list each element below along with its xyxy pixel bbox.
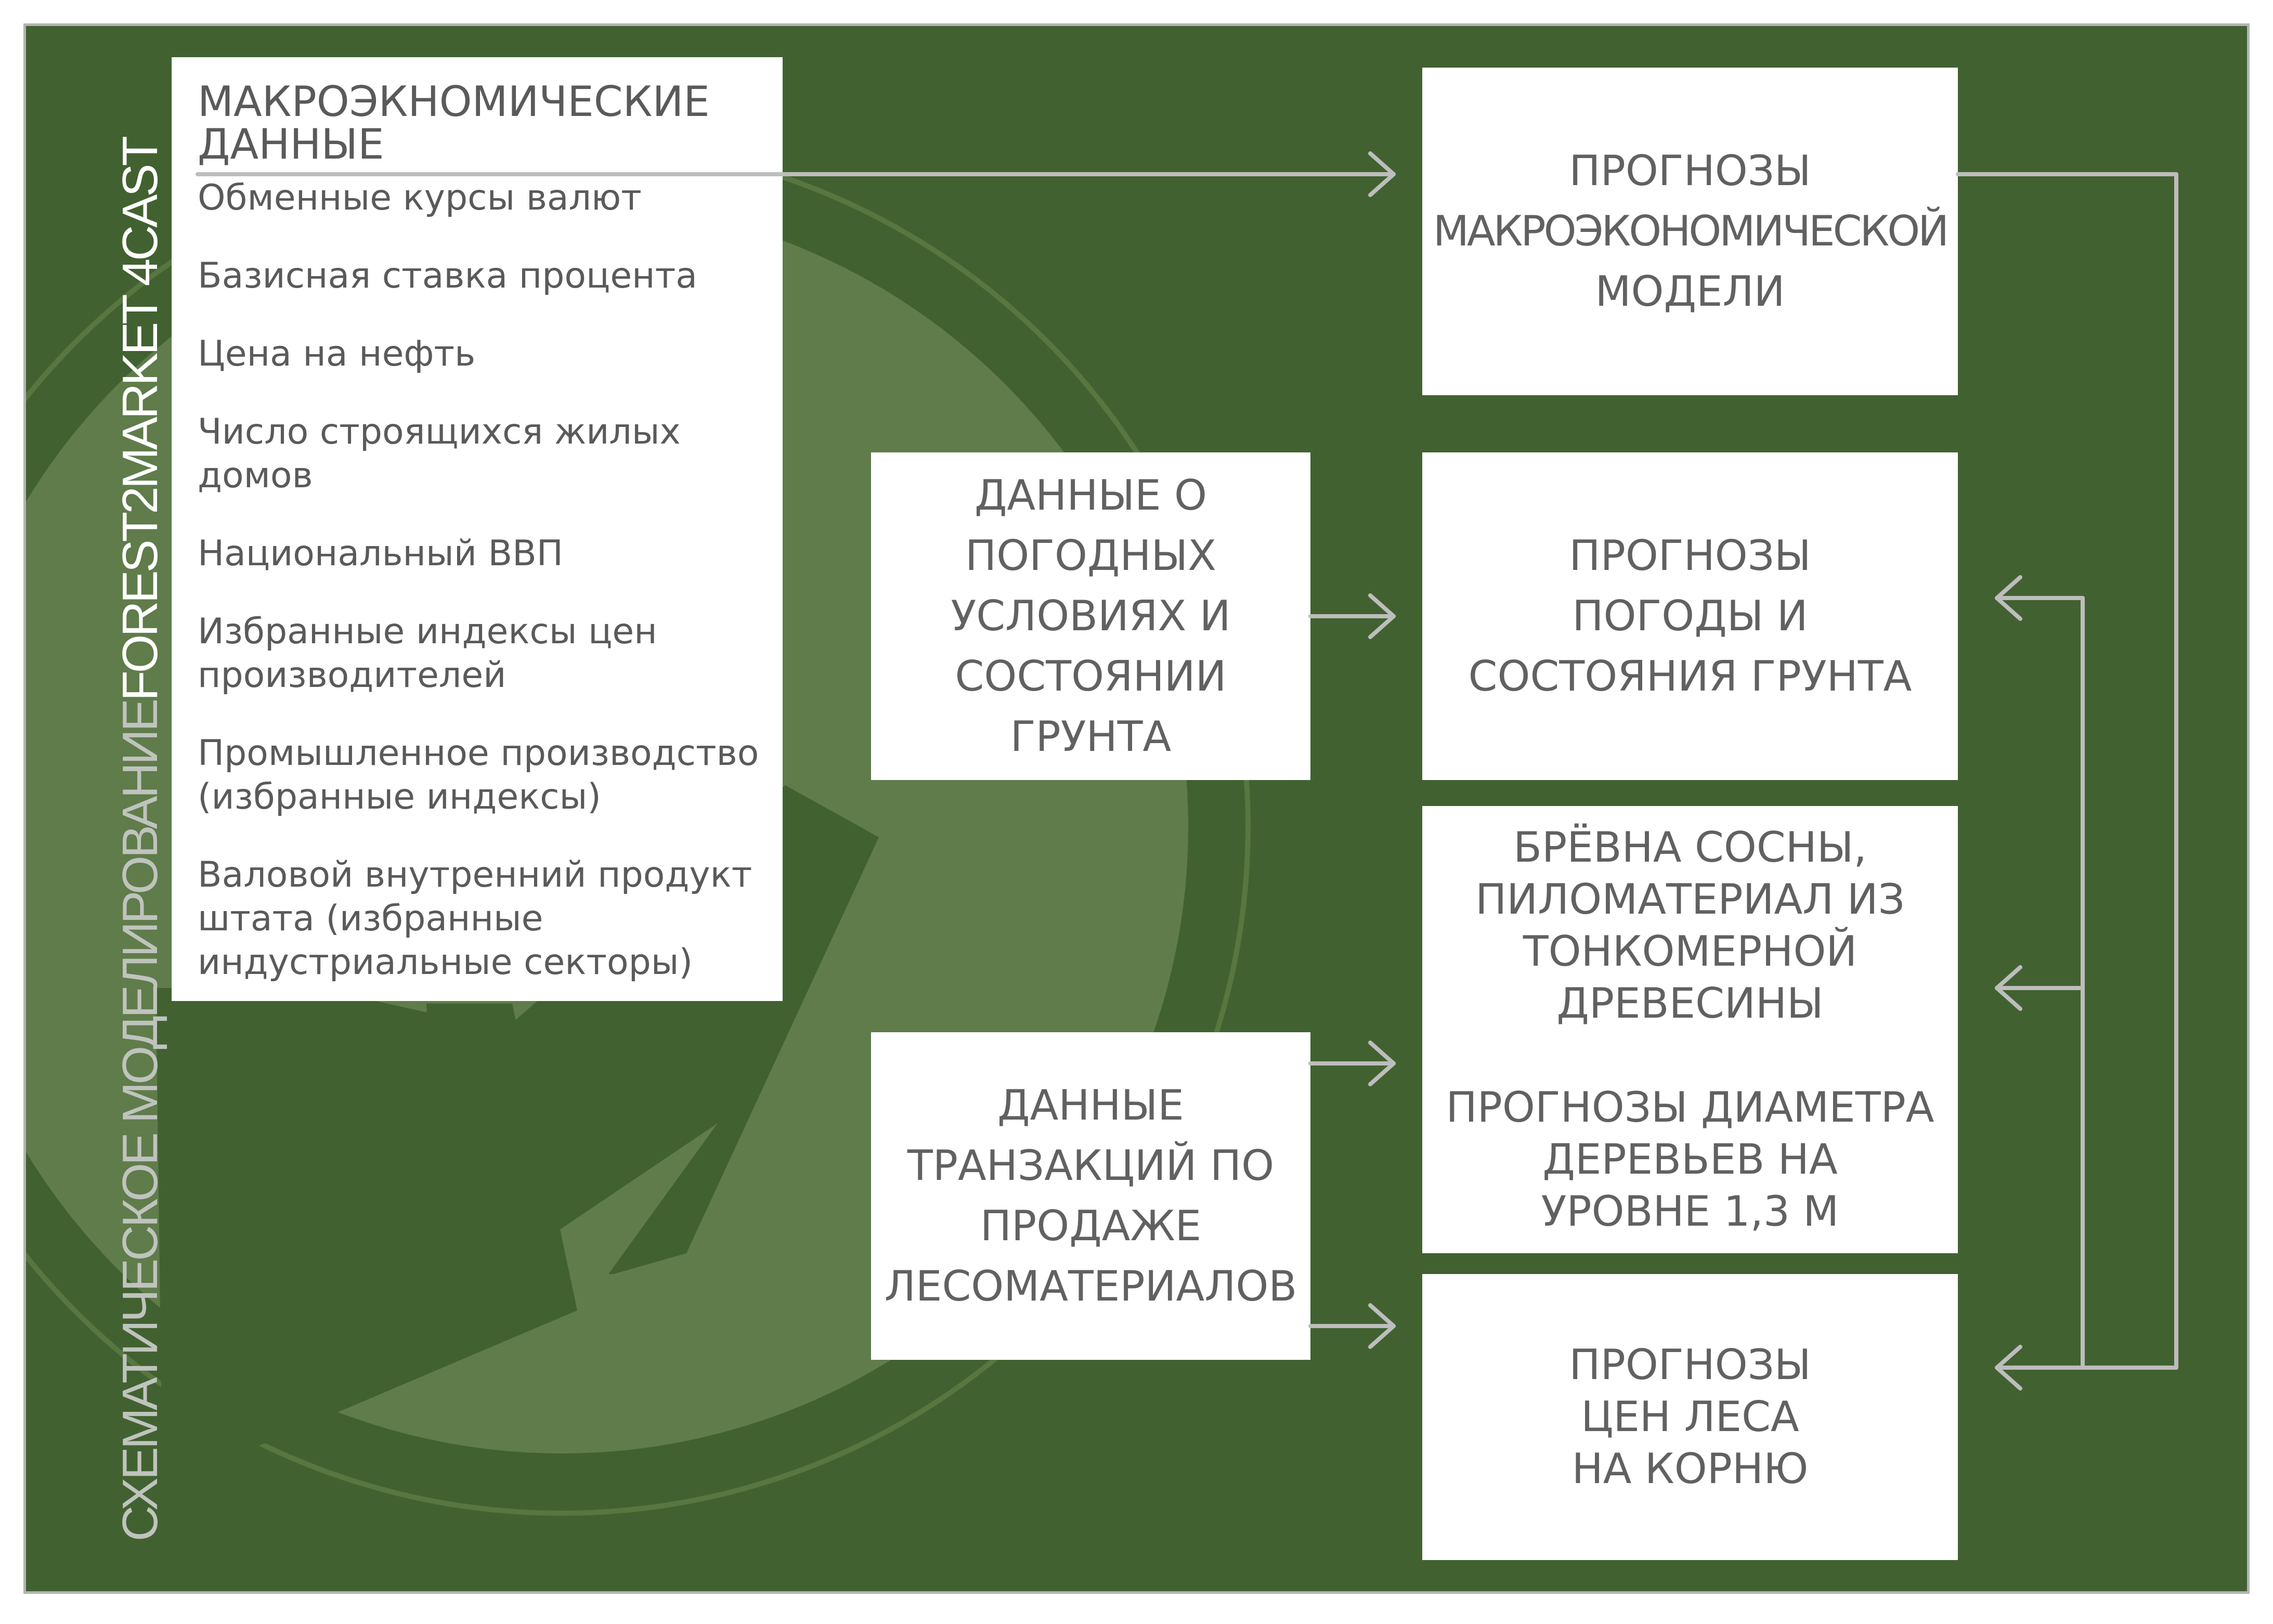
- stumpage-forecast-box: ПРОГНОЗЫ ЦЕН ЛЕСА НА КОРНЮ: [1422, 1274, 1958, 1560]
- macro-data-box: МАКРОЭКНОМИЧЕСКИЕ ДАННЫЕ Обменные курсы …: [172, 57, 783, 1001]
- pine-logs-box: БРЁВНА СОСНЫ, ПИЛОМАТЕРИАЛ ИЗ ТОНКОМЕРНО…: [1422, 806, 1958, 1253]
- weather-data-box: ДАННЫЕ О ПОГОДНЫХ УСЛОВИЯХ И СОСТОЯНИИ Г…: [871, 452, 1310, 780]
- timber-transactions-box: ДАННЫЕ ТРАНЗАКЦИЙ ПО ПРОДАЖЕ ЛЕСОМАТЕРИА…: [871, 1032, 1310, 1360]
- weather-forecast-box: ПРОГНОЗЫ ПОГОДЫ И СОСТОЯНИЯ ГРУНТА: [1422, 452, 1958, 780]
- list-item: Число строящихся жилых домов: [198, 411, 681, 496]
- list-item: Валовой внутренний продукт штата (избран…: [198, 854, 752, 983]
- diagram-frame: СХЕМАТИЧЕСКОЕ МОДЕЛИРОВАНИЕ FOREST2MARKE…: [23, 23, 2250, 1594]
- macro-data-title: МАКРОЭКНОМИЧЕСКИЕ ДАННЫЕ: [198, 77, 710, 168]
- list-item: Обменные курсы валют: [198, 177, 642, 218]
- list-item: Цена на нефть: [198, 333, 476, 374]
- macro-data-list: Обменные курсы валют Базисная ставка про…: [198, 176, 772, 984]
- list-item: Промышленное производство (избранные инд…: [198, 733, 759, 817]
- connector-arrows: [196, 151, 2178, 1391]
- macro-forecast-box: ПРОГНОЗЫ МАКРОЭКОНОМИЧЕСКОЙ МОДЕЛИ: [1422, 68, 1958, 395]
- list-item: Избранные индексы цен производителей: [198, 611, 657, 696]
- list-item: Национальный ВВП: [198, 533, 563, 574]
- list-item: Базисная ставка процента: [198, 255, 697, 296]
- diameter-forecast-label: ПРОГНОЗЫ ДИАМЕТРА: [1446, 1083, 1934, 1132]
